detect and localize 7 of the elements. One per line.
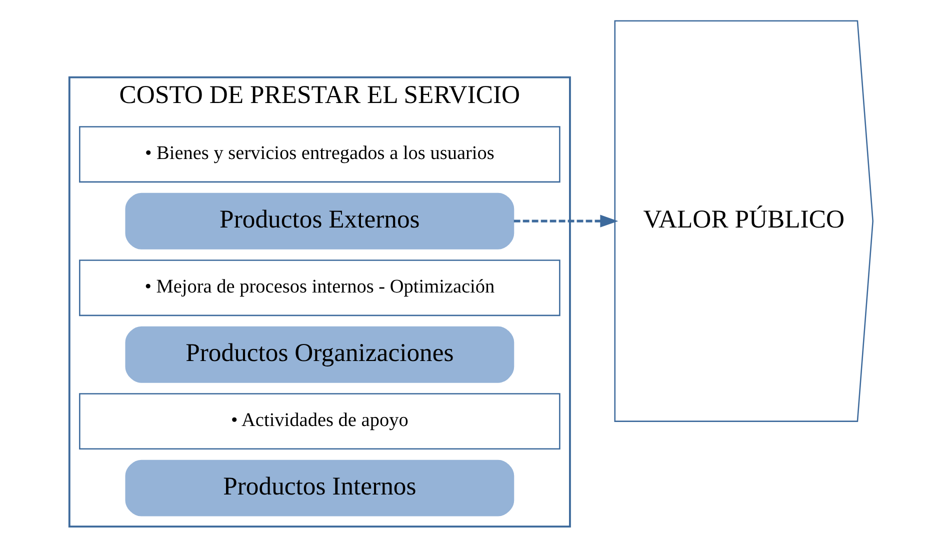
- node-box: Productos Externos: [124, 192, 514, 250]
- node-box: Productos Internos: [124, 460, 514, 516]
- node-box: • Bienes y servicios entregados a los usuarios: [78, 126, 560, 183]
- node-box: Productos Organizaciones: [124, 326, 514, 383]
- node-box: • Mejora de procesos internos - Optimización: [78, 260, 560, 316]
- arrow: [513, 214, 618, 228]
- node-box: • Actividades de apoyo: [78, 393, 560, 450]
